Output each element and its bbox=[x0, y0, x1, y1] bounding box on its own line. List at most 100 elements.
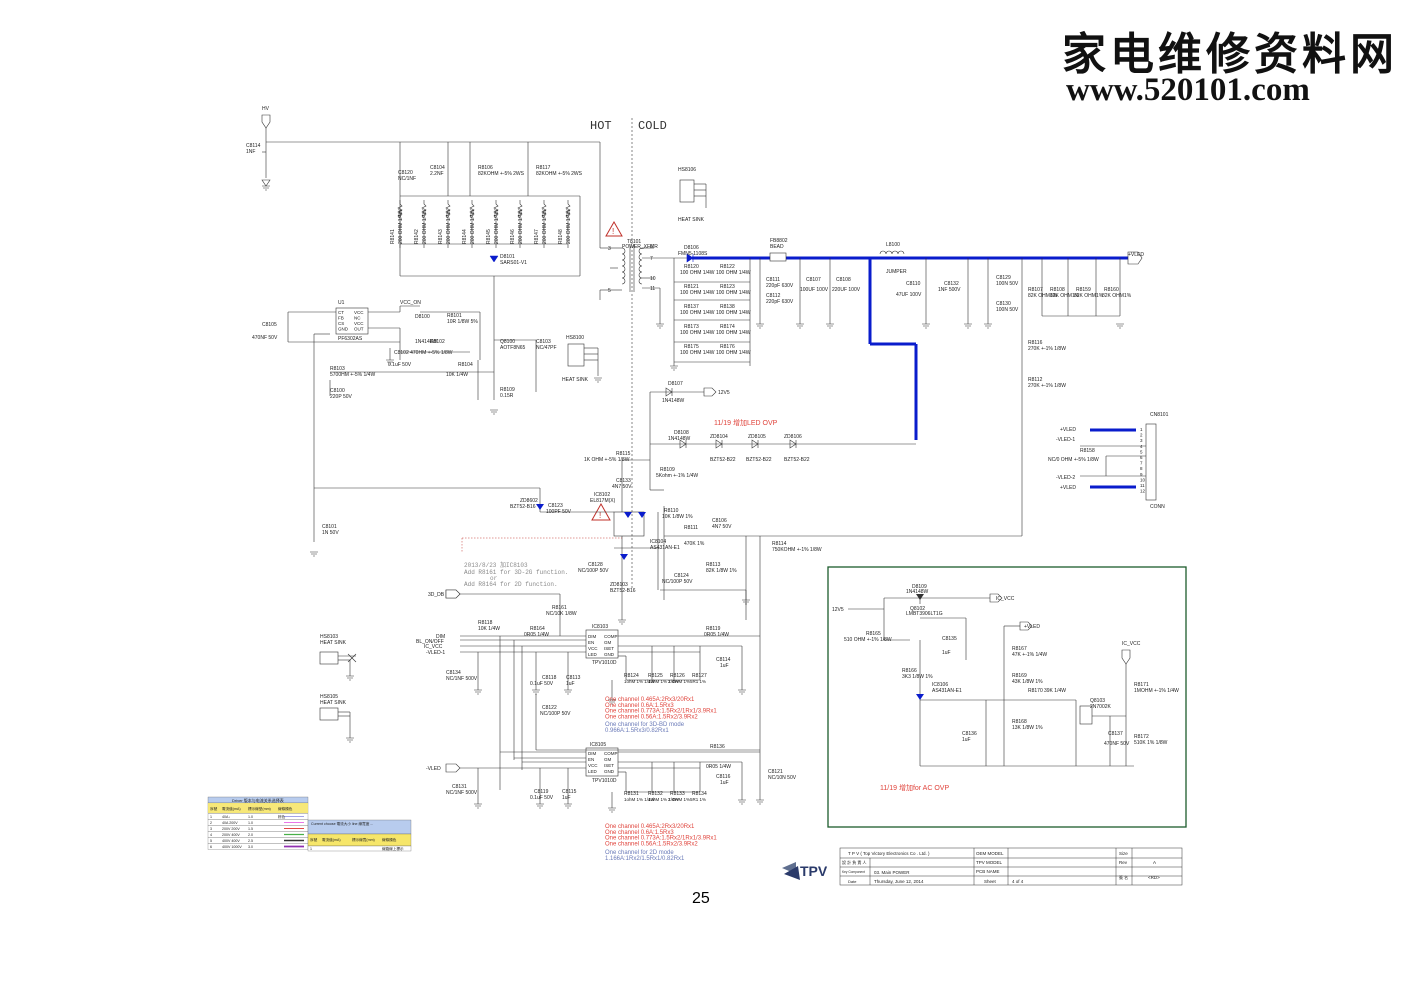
channel-note: One channel for 3D-BD mode bbox=[605, 722, 685, 728]
svg-text:!: ! bbox=[599, 511, 601, 520]
c8103-val: NC/47PF bbox=[536, 345, 557, 351]
legend-sub-cell: 1 bbox=[310, 847, 312, 851]
c8113-val: 1uF bbox=[566, 681, 575, 687]
zd8602-val: BZT52-B16 bbox=[510, 504, 536, 510]
zd8104-ref: ZD8104 bbox=[710, 434, 728, 440]
r8115-val: 1K OHM +-5% 1/8W bbox=[584, 457, 630, 463]
rnet-val: 100 OHM 1/4W bbox=[680, 350, 715, 356]
rnet-ref: R8122 bbox=[720, 264, 735, 270]
c8105-ref: C8105 bbox=[262, 322, 277, 328]
d8106-diode bbox=[686, 253, 694, 263]
c8105-val: 470NF 50V bbox=[252, 335, 278, 341]
vled-plus-port bbox=[1127, 251, 1143, 265]
zd8602-ref: ZD8602 bbox=[520, 498, 538, 504]
legend-cell: 3 bbox=[210, 827, 212, 831]
ic8105-val: TPV1010D bbox=[592, 778, 617, 784]
legend-cell: 1 bbox=[210, 815, 212, 819]
legend-header: 線條顏色 bbox=[278, 806, 293, 811]
hs8100-heat-sink bbox=[567, 343, 599, 376]
legend-cell: 6 bbox=[210, 845, 212, 849]
label-date: Date bbox=[848, 879, 857, 884]
legend-sub-header: 電流值(mA) bbox=[322, 837, 341, 842]
r8158-ref: R8158 bbox=[1080, 448, 1095, 454]
driver-channel-2 bbox=[445, 747, 760, 808]
c8118-val: 0.1uF 50V bbox=[530, 681, 554, 687]
rnet-val: 100 OHM 1/4W bbox=[680, 290, 715, 296]
ic-vcc-net: IC_VCC bbox=[424, 644, 443, 650]
r8172-val: 510K 1% 1/8W bbox=[1134, 740, 1168, 746]
d8109-val: 1N4148W bbox=[906, 589, 929, 595]
ic8104-val: AS431AN-E1 bbox=[650, 545, 680, 551]
c8103-ref: C8103 bbox=[536, 339, 551, 345]
ic-pin-left: DIM bbox=[588, 634, 597, 639]
legend-cell: 2.0 bbox=[248, 833, 253, 837]
snubber-resistor-val: 200 OHM 1/4W bbox=[422, 209, 428, 244]
approval-value: <RD> bbox=[1148, 875, 1160, 880]
legend-cell: 200V 200V bbox=[222, 827, 240, 831]
hs8105-val: HEAT SINK bbox=[320, 700, 347, 706]
c8101-val: 1N 50V bbox=[322, 530, 339, 536]
ic8103-ref: IC8103 bbox=[592, 624, 608, 630]
u1-pin-right: NC bbox=[354, 316, 361, 321]
legend-cell: 3.0 bbox=[248, 845, 253, 849]
label-key-component: Key Component bbox=[842, 870, 865, 874]
c8112-ref: C8112 bbox=[766, 293, 781, 299]
q8102-val: LMBT3906LT1G bbox=[906, 611, 943, 617]
c8101-ref: C8101 bbox=[322, 524, 337, 530]
vled-bus bbox=[692, 256, 1136, 489]
r8169-val: 43K 1/8W 1% bbox=[1012, 679, 1043, 685]
r8107-val: 82K OHM1% bbox=[1028, 293, 1058, 299]
dim-net: DIM bbox=[436, 634, 445, 640]
legend-sub-header: 標示線寬(mm) bbox=[352, 837, 375, 842]
svg-text:TPV: TPV bbox=[800, 863, 828, 879]
rnet-ref: R8121 bbox=[684, 284, 699, 290]
tpv-model-label: TPV MODEL bbox=[976, 860, 1003, 865]
d8109-diode bbox=[916, 594, 924, 600]
u1-part: PF6302AS bbox=[338, 336, 363, 342]
legend-cell: 40A↓ bbox=[222, 815, 230, 819]
rnet-ref: R8123 bbox=[720, 284, 735, 290]
u1-pin-right: VCC bbox=[354, 310, 364, 315]
r8101-ref: R8101 bbox=[447, 313, 462, 319]
zd8106-val: BZT52-B22 bbox=[784, 457, 810, 463]
c8137-ref: C8137 bbox=[1108, 731, 1123, 737]
u1-pin-right: OUT bbox=[354, 327, 364, 332]
channel-note: One channel 0.773A:1.5Rx2/1Rx1/3.9Rx1 bbox=[605, 709, 717, 715]
c8134-val: NC/1NF 500V bbox=[446, 676, 478, 682]
svg-text:or: or bbox=[490, 575, 498, 582]
c8132-ref: C8132 bbox=[944, 281, 959, 287]
zd8104-val: BZT52-B22 bbox=[710, 457, 736, 463]
hs8106-val: HEAT SINK bbox=[678, 217, 705, 223]
rnet-val: 100 OHM 1/4W bbox=[680, 270, 715, 276]
r8119-ref: R8119 bbox=[706, 626, 721, 632]
ic8102-val: EL817M(X) bbox=[590, 498, 616, 504]
fb8802-bead bbox=[769, 252, 787, 262]
ic-pin-left: LED bbox=[588, 652, 598, 657]
rset-ref: R8134 bbox=[692, 791, 707, 797]
hs8100-val: HEAT SINK bbox=[562, 377, 589, 383]
c8135-val: 1uF bbox=[942, 650, 951, 656]
cn8101-connector bbox=[1080, 423, 1157, 501]
rnet-ref: R8175 bbox=[684, 344, 699, 350]
u1-pin-right: VCC bbox=[354, 321, 364, 326]
u1-pin-left: CT bbox=[338, 310, 344, 315]
c8119-val: 0.1uF 50V bbox=[530, 795, 554, 801]
u1-controller bbox=[287, 305, 541, 542]
r8172-ref: R8172 bbox=[1134, 734, 1149, 740]
r8116-val: 270K +-1% 1/8W bbox=[1028, 346, 1066, 352]
ic-pin-right: COMP bbox=[604, 751, 618, 756]
c8107-ref: C8107 bbox=[806, 277, 821, 283]
channel-note: 0.966A:1.5Rx3/0.82Rx1 bbox=[605, 728, 669, 734]
snubber-resistor-val: 200 OHM 1/4W bbox=[398, 209, 404, 244]
r8168-ref: R8168 bbox=[1012, 719, 1027, 725]
legend-cell: 40A 200V bbox=[222, 821, 238, 825]
svg-text:5: 5 bbox=[608, 288, 611, 294]
c8124-ref: C8124 bbox=[674, 573, 689, 579]
size-label: Size bbox=[1119, 851, 1128, 856]
ic-pin-right: GM bbox=[604, 757, 612, 762]
page-number: 25 bbox=[692, 890, 710, 907]
snubber-resistor-ref: R8145 bbox=[486, 229, 492, 244]
rnet-val: 100 OHM 1/4W bbox=[716, 270, 751, 276]
zd8103-val: BZT52-B16 bbox=[610, 588, 636, 594]
